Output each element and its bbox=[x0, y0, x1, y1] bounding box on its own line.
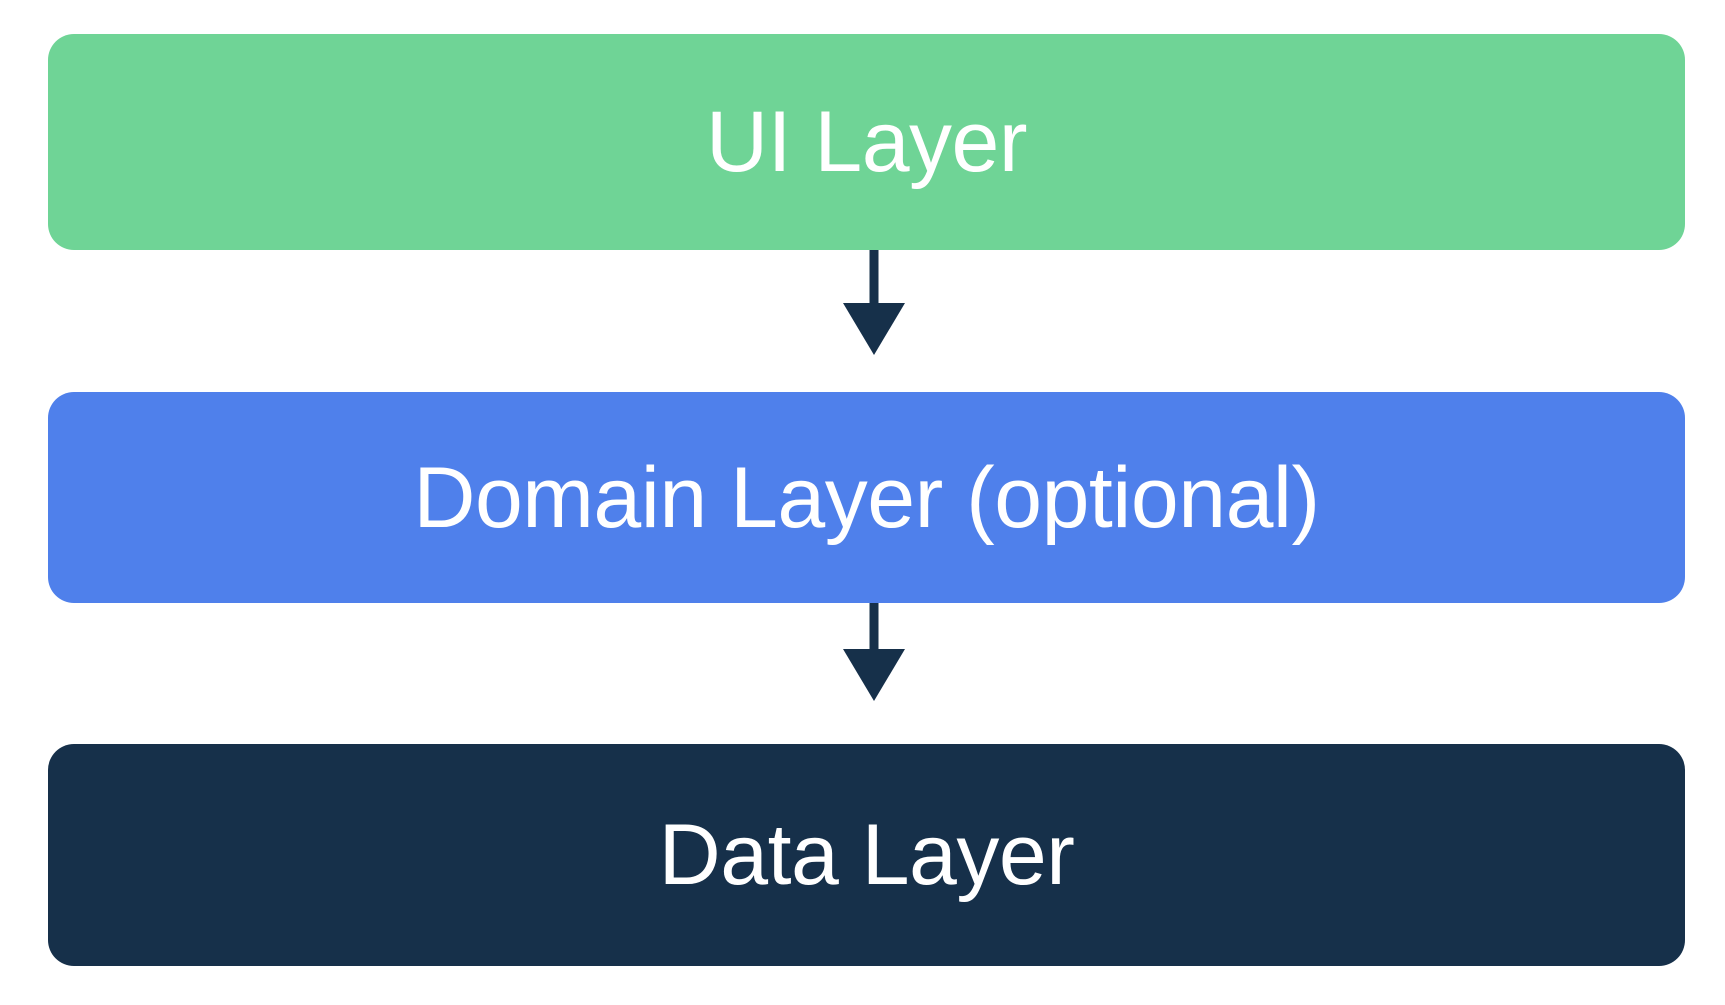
arrow-domain-to-data bbox=[843, 603, 905, 701]
layer-box-ui[interactable]: UI Layer bbox=[48, 34, 1685, 250]
arrow-ui-to-domain bbox=[843, 250, 905, 355]
layer-label-domain: Domain Layer (optional) bbox=[413, 449, 1320, 546]
layer-box-domain[interactable]: Domain Layer (optional) bbox=[48, 392, 1685, 603]
layer-label-ui: UI Layer bbox=[705, 94, 1028, 190]
arrow-head-domain-to-data bbox=[843, 649, 905, 701]
arrow-head-ui-to-domain bbox=[843, 303, 905, 355]
layer-box-data[interactable]: Data Layer bbox=[48, 744, 1685, 966]
layer-label-data: Data Layer bbox=[658, 807, 1075, 903]
